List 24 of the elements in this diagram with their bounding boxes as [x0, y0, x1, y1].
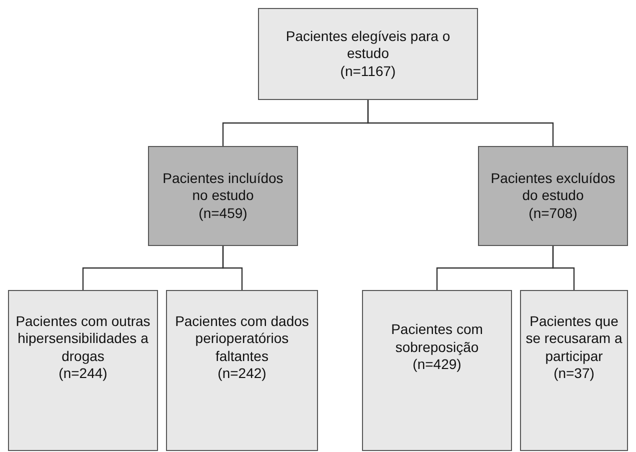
count-label: (n=244) — [58, 365, 108, 382]
count-label: (n=708) — [528, 204, 578, 222]
count-label: (n=459) — [198, 204, 248, 222]
count-label: (n=1167) — [340, 62, 396, 80]
connector-line — [222, 246, 243, 290]
connector-line — [367, 100, 554, 146]
flowchart-box — [148, 146, 298, 246]
box-label: Pacientes com outras hipersensibilidades a drogas — [14, 312, 152, 365]
box-label: Pacientes elegíveis para o estudo — [284, 28, 452, 63]
flowchart-box — [478, 146, 628, 246]
flowchart-box — [362, 290, 512, 451]
flowchart-box — [520, 290, 628, 451]
count-label: (n=242) — [218, 365, 266, 382]
flowchart-box — [258, 8, 478, 100]
box-label: Pacientes com sobreposição — [390, 321, 484, 356]
box-label: Pacientes com dados perioperatórios faltantes — [174, 312, 310, 365]
connector-line — [552, 246, 575, 290]
count-label: (n=429) — [412, 356, 462, 374]
box-label: Pacientes que se recusaram a participar — [525, 312, 623, 365]
flowchart-box — [166, 290, 318, 451]
count-label: (n=37) — [554, 365, 594, 382]
flowchart-box — [8, 290, 158, 451]
box-label: Pacientes excluídos do estudo — [490, 170, 616, 205]
box-label: Pacientes incluídos no estudo — [162, 170, 284, 205]
